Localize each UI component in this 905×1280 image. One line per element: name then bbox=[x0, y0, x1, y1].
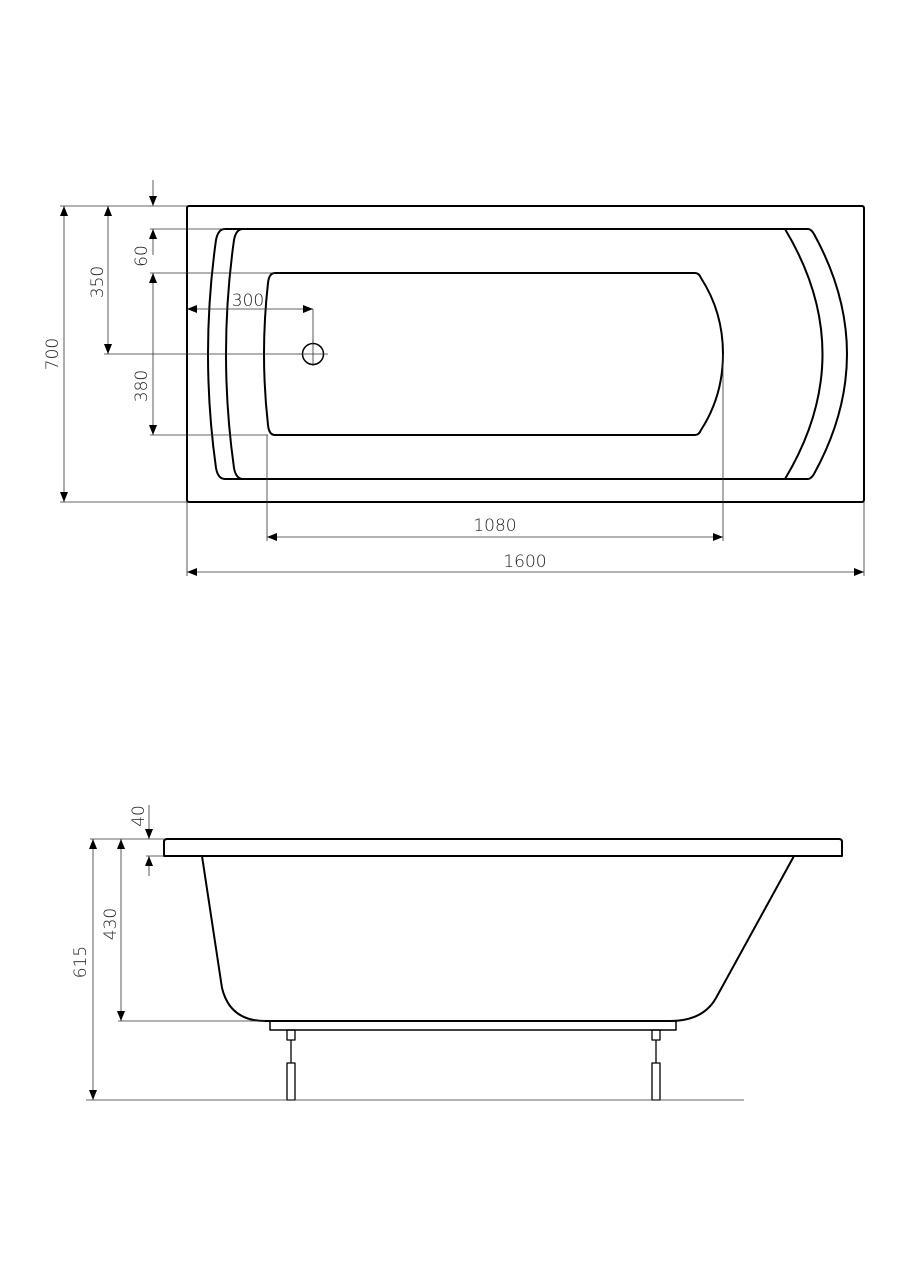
dim-label-300: 300 bbox=[232, 291, 264, 311]
side-view: 40 430 615 bbox=[71, 805, 843, 1101]
dim-label-430: 430 bbox=[101, 908, 121, 940]
leg-left bbox=[286, 1029, 296, 1101]
dim-label-700: 700 bbox=[43, 338, 63, 370]
top-view: 700 350 60 380 300 1080 1600 bbox=[43, 180, 865, 576]
basin-profile bbox=[201, 855, 795, 1022]
dim-label-350: 350 bbox=[88, 266, 108, 298]
dim-label-1600: 1600 bbox=[503, 552, 546, 572]
dim-label-615: 615 bbox=[71, 946, 91, 978]
dim-label-1080: 1080 bbox=[473, 516, 516, 536]
outer-basin-outline bbox=[207, 228, 848, 480]
dim-label-380: 380 bbox=[132, 370, 152, 402]
leg-right bbox=[651, 1029, 661, 1101]
extension-lines bbox=[60, 205, 865, 576]
dim-label-40: 40 bbox=[129, 805, 149, 827]
base-plate bbox=[269, 1020, 677, 1031]
rim-profile bbox=[163, 838, 843, 857]
inner-basin-outline bbox=[263, 272, 724, 436]
dim-label-60: 60 bbox=[132, 245, 152, 267]
